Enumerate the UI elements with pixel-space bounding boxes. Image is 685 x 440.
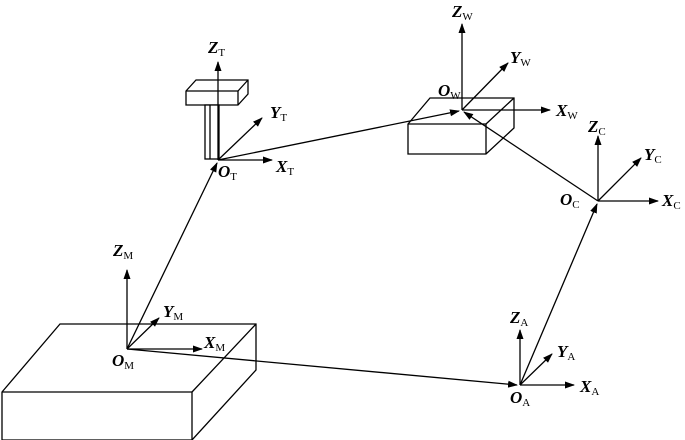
frame-W-axes (458, 23, 551, 114)
label-C-y: YC (644, 145, 662, 166)
tool-holder (185, 79, 249, 160)
label-M-z: ZM (112, 241, 133, 262)
label-C-origin: OC (560, 190, 580, 211)
label-W-origin: OW (438, 81, 461, 102)
arrow-C-to-W (463, 111, 599, 202)
machine-base-block (1, 323, 257, 440)
label-C-z: ZC (587, 117, 606, 138)
label-M-x: XM (203, 333, 225, 354)
arrow-M-to-T (126, 162, 218, 350)
label-W-y: YW (510, 48, 531, 69)
frame-M-axes (123, 269, 203, 353)
label-T-origin: OT (218, 162, 237, 183)
label-A-z: ZA (509, 308, 528, 329)
transform-arrows (126, 109, 599, 388)
label-C-x: XC (661, 191, 681, 212)
arrow-T-to-W (217, 109, 460, 161)
label-M-y: YM (163, 302, 183, 323)
frame-T-axes (214, 61, 273, 164)
arrow-M-to-A (126, 348, 518, 388)
label-T-z: ZT (207, 38, 225, 59)
label-W-z: ZW (451, 2, 473, 23)
arrow-A-to-C (519, 203, 598, 386)
label-M-origin: OM (112, 351, 134, 372)
label-T-y: YT (270, 103, 287, 124)
label-W-x: XW (555, 101, 578, 122)
frame-A-axes (516, 329, 575, 389)
frame-C-axes (594, 135, 659, 205)
label-A-y: YA (557, 342, 575, 363)
label-T-x: XT (275, 157, 294, 178)
label-A-x: XA (579, 377, 599, 398)
label-A-origin: OA (510, 388, 530, 409)
workpiece-block (407, 97, 515, 155)
